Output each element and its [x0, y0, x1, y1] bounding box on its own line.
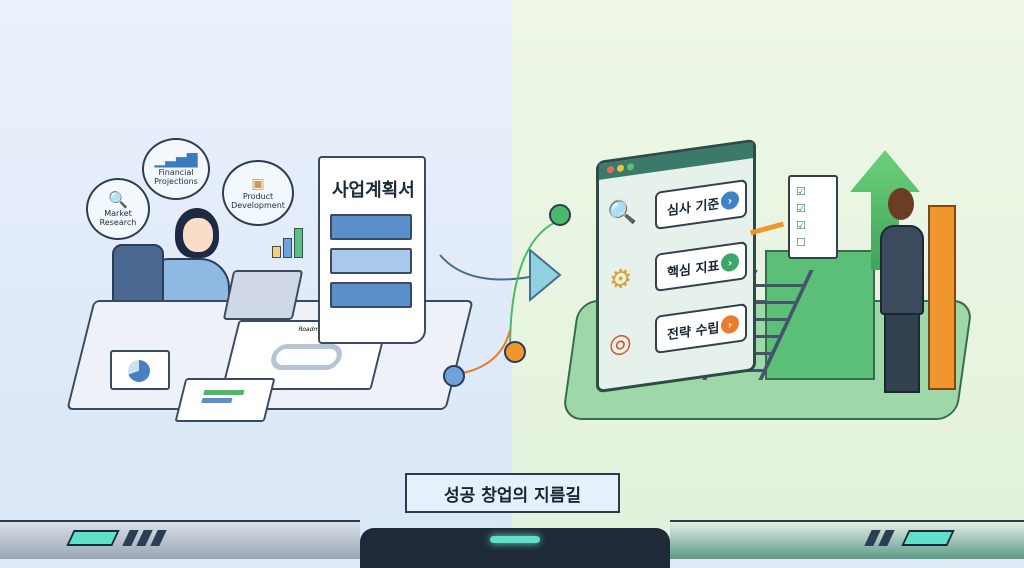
bubble-label: Financial Projections [154, 167, 198, 187]
chevron-right-icon[interactable]: › [721, 190, 739, 211]
business-plan-title: 사업계획서 [332, 180, 415, 201]
person-icon [443, 365, 465, 387]
document-icon [504, 341, 526, 363]
bubble-label: Market Research [99, 209, 137, 228]
arrow-right-icon [529, 247, 562, 303]
bar-chart-icon: ▁▃▅▇ [154, 151, 198, 168]
plan-section [330, 248, 412, 274]
gears-icon: ⚙ [609, 263, 633, 297]
right-rail [670, 520, 1024, 559]
center-console [360, 528, 670, 568]
checklist-panel: 🔍 ⚙ ◎ 심사 기준› 핵심 지표› 전략 수립› [596, 138, 756, 394]
bubble-product-development: ▣ Product Development [222, 160, 294, 226]
bar-chart-paper [174, 378, 276, 422]
indicator-light [901, 530, 955, 546]
indicator-light [66, 530, 120, 546]
title-banner: 성공 창업의 지름길 [405, 473, 620, 513]
plan-section [330, 282, 412, 308]
chip-label: 심사 기준 [667, 196, 720, 219]
plan-section [330, 214, 412, 240]
laptop [222, 270, 304, 320]
magnifier-icon: 🔍 [607, 196, 637, 229]
road-path-icon [268, 344, 345, 370]
left-rail [0, 520, 360, 559]
bubble-market-research: 🔍 Market Research [86, 178, 150, 240]
chip-review-criteria[interactable]: 심사 기준› [655, 179, 747, 230]
pie-chart-icon [128, 360, 150, 382]
businesswoman-head [888, 188, 914, 220]
growth-icon [549, 204, 571, 226]
chip-label: 핵심 지표 [667, 258, 720, 281]
pie-chart-paper [110, 350, 170, 390]
chip-key-metrics[interactable]: 핵심 지표› [655, 241, 747, 292]
businesswoman-body [880, 225, 924, 315]
chip-label: 전략 수립 [667, 320, 720, 343]
chevron-right-icon[interactable]: › [721, 252, 739, 273]
checklist-clipboard: ☑☑☑☐ [788, 175, 838, 259]
bubble-label: Product Development [231, 191, 285, 211]
orange-bar [928, 205, 956, 390]
box-gears-icon: ▣ [251, 175, 265, 192]
bar-chart-icon [272, 228, 312, 258]
banner-title: 성공 창업의 지름길 [444, 485, 581, 506]
chip-strategy[interactable]: 전략 수립› [655, 303, 747, 354]
flow-arrows [439, 204, 571, 387]
target-icon: ◎ [609, 327, 632, 361]
woman-face [183, 218, 213, 252]
bubble-financial-projections: ▁▃▅▇ Financial Projections [142, 138, 210, 200]
business-plan-document: 사업계획서 [318, 156, 426, 344]
chevron-right-icon[interactable]: › [721, 314, 739, 335]
magnifier-icon: 🔍 [108, 189, 128, 209]
businesswoman-legs [884, 313, 920, 393]
